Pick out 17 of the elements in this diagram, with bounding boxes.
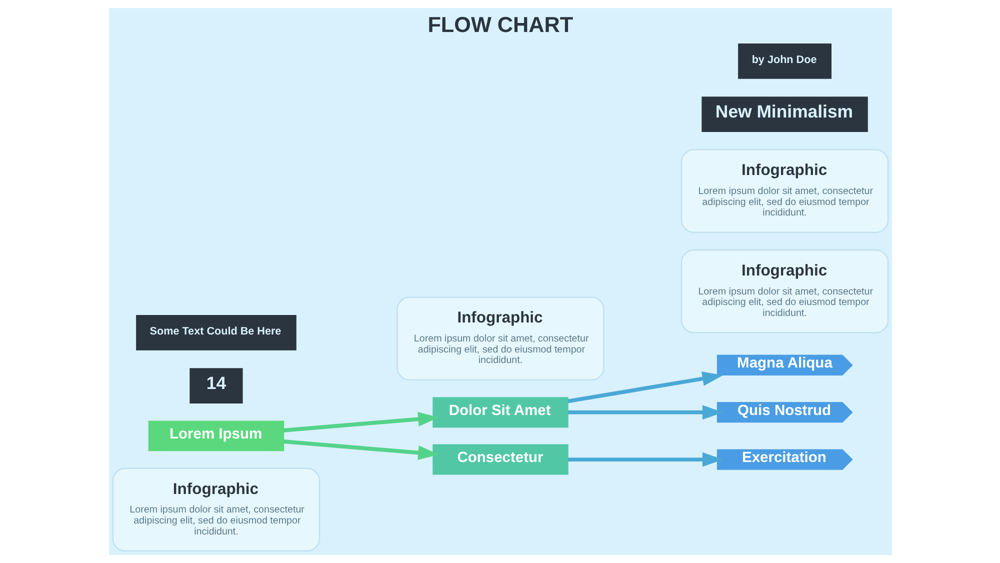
- diagram-title: FLOW CHART: [427, 12, 573, 38]
- arrow: [568, 405, 723, 420]
- label: by John Doe: [751, 54, 816, 66]
- arrow: [283, 440, 438, 460]
- node-box: Infographic Lorem ipsum dolor sit amet, consectetur adipiscing elit, sed do eiusmod tempor incididunt.: [112, 468, 320, 552]
- node-box: Lorem Ipsum: [148, 420, 284, 452]
- arrow: [568, 452, 723, 467]
- node-box: Infographic Lorem ipsum dolor sit amet, consectetur adipiscing elit, sed do eiusmod tempor incididunt.: [680, 249, 888, 334]
- arrow: [283, 412, 438, 432]
- arrow: [567, 372, 723, 404]
- label: New Minimalism: [714, 102, 853, 122]
- node-box: Infographic Lorem ipsum dolor sit amet, consectetur adipiscing elit, sed do eiusmod tempor incididunt.: [680, 149, 888, 233]
- node-box: Infographic Lorem ipsum dolor sit amet, consectetur adipiscing elit, sed do eiusmod tempor incididunt.: [396, 296, 604, 380]
- label: 14: [206, 373, 226, 394]
- label: Some Text Could Be Here: [149, 325, 281, 338]
- node-box: Consectetur: [432, 444, 568, 475]
- node-box: Dolor Sit Amet: [432, 397, 568, 428]
